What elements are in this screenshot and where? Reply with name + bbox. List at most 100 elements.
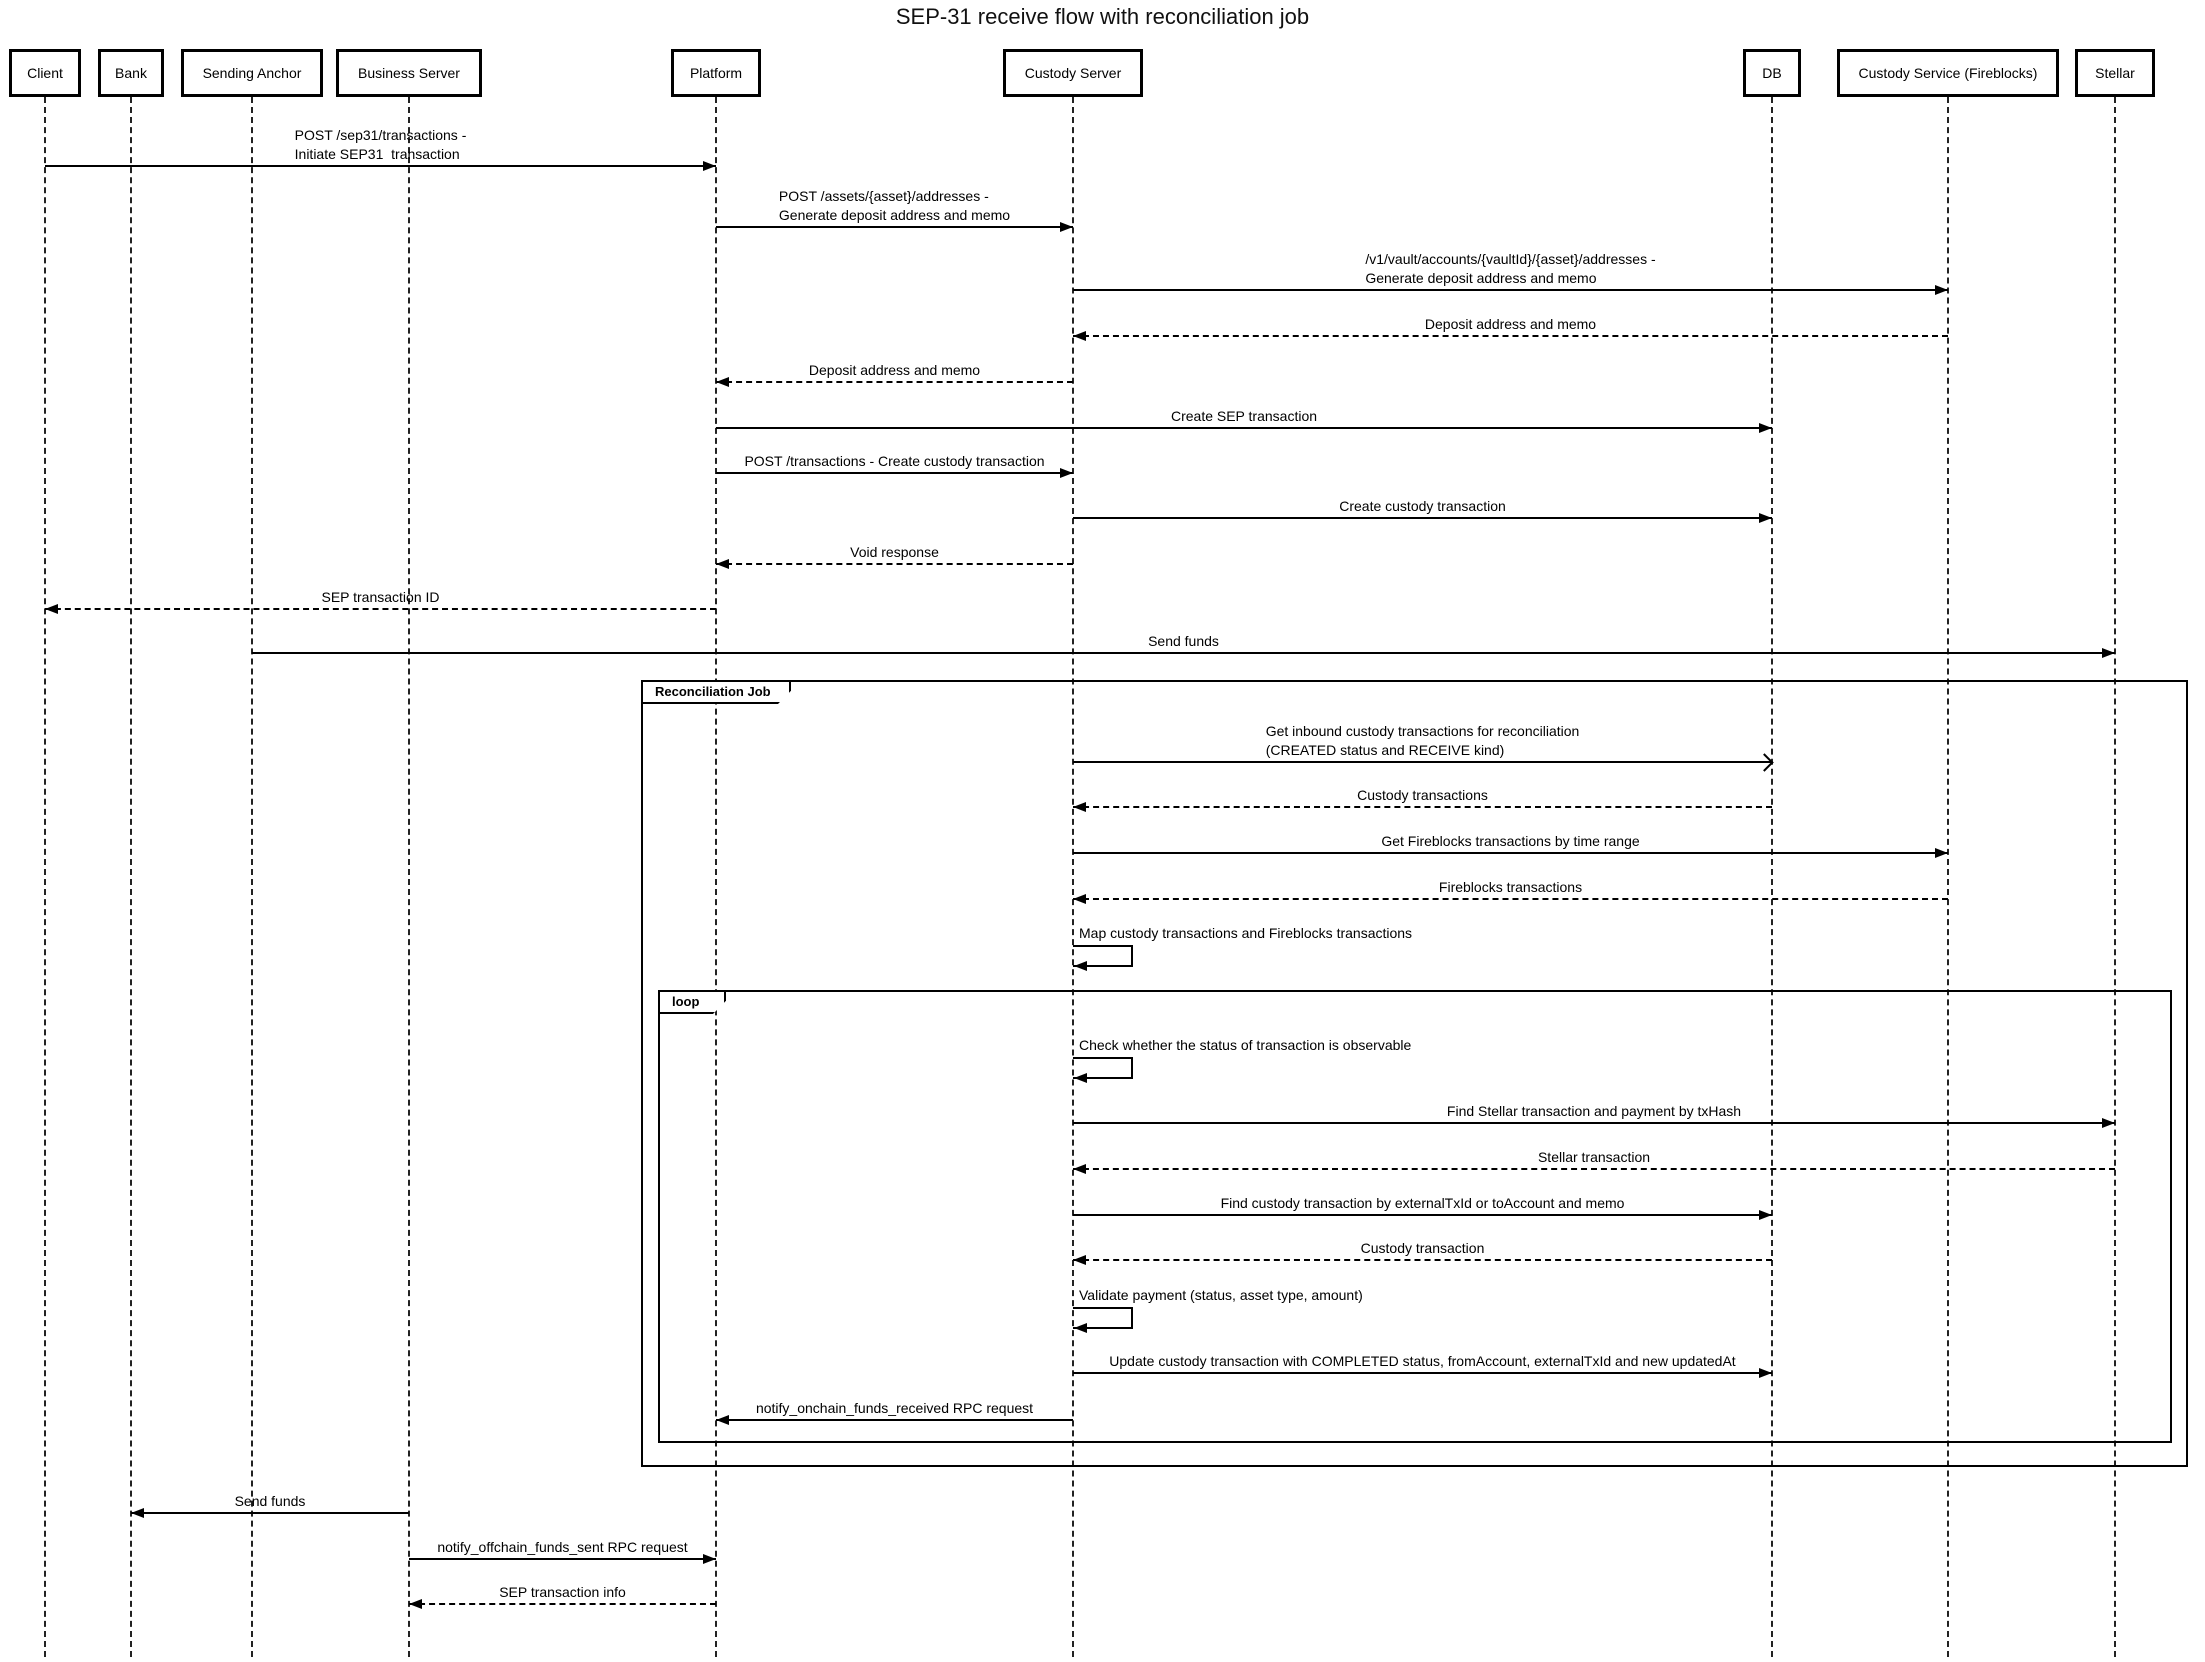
message-16-self-loop [1073,1057,1133,1079]
frame-label-loop: loop [672,993,700,1009]
message-2-label-block: /v1/vault/accounts/{vaultId}/{asset}/add… [1365,250,1655,288]
message-23-label-block: notify_onchain_funds_received RPC reques… [756,1399,1033,1418]
message-17-label-line-0: Find Stellar transaction and payment by … [1446,1103,1742,1119]
message-22-label: Update custody transaction with COMPLETE… [1073,1352,1772,1371]
message-4-label: Deposit address and memo [716,361,1073,380]
lifeline-bank [130,97,132,1657]
message-13-label: Get Fireblocks transactions by time rang… [1073,832,1948,851]
lifeline-sending-anchor [251,97,253,1657]
message-1-label-block: POST /assets/{asset}/addresses -Generate… [779,187,1010,225]
message-26-label-block: SEP transaction info [499,1583,626,1602]
message-13-arrowhead [1935,848,1948,858]
message-14-label: Fireblocks transactions [1073,878,1948,897]
lifeline-db [1771,97,1773,1657]
message-24-arrowhead [131,1508,144,1518]
message-10-label: Send funds [252,632,2115,651]
actor-label-business-server: Business Server [358,65,460,81]
message-3-label-line-0: Deposit address and memo [1424,316,1597,332]
message-10-arrowhead [2102,648,2115,658]
message-22-label-line-0: Update custody transaction with COMPLETE… [1109,1353,1736,1369]
message-11-label: Get inbound custody transactions for rec… [1073,722,1772,760]
message-9-line [45,608,716,610]
message-24-label-line-0: Send funds [234,1493,306,1509]
message-25-label: notify_offchain_funds_sent RPC request [409,1538,716,1557]
lifeline-platform [715,97,717,1657]
message-0-line [45,165,716,167]
message-2-label: /v1/vault/accounts/{vaultId}/{asset}/add… [1073,250,1948,288]
message-15-label: Map custody transactions and Fireblocks … [1079,925,1413,941]
message-19-arrowhead [1759,1210,1772,1220]
message-13-line [1073,852,1948,854]
message-9-label: SEP transaction ID [45,588,716,607]
message-22-line [1073,1372,1772,1374]
message-0-label: POST /sep31/transactions - Initiate SEP31… [45,126,716,164]
message-16-label: Check whether the status of transaction … [1079,1037,1412,1053]
message-23-line [716,1419,1073,1421]
message-14-label-line-0: Fireblocks transactions [1438,879,1583,895]
message-6-label-block: POST /transactions - Create custody tran… [744,452,1044,471]
message-10-line [252,652,2115,654]
message-19-label: Find custody transaction by externalTxId… [1073,1194,1772,1213]
message-9-label-line-0: SEP transaction ID [321,589,440,605]
message-3-line [1073,335,1948,337]
message-18-arrowhead [1073,1164,1086,1174]
message-6-line [716,472,1073,474]
message-21-arrowhead [1074,1323,1087,1333]
message-26-label-line-0: SEP transaction info [499,1584,626,1600]
message-24-label-block: Send funds [235,1492,306,1511]
message-0-arrowhead [703,161,716,171]
message-13-label-block: Get Fireblocks transactions by time rang… [1381,832,1639,851]
message-8-label-line-0: Void response [850,544,939,560]
message-19-line [1073,1214,1772,1216]
message-18-label-line-0: Stellar transaction [1537,1149,1651,1165]
message-4-arrowhead [716,377,729,387]
message-18-label: Stellar transaction [1073,1148,2115,1167]
message-4-label-line-0: Deposit address and memo [808,362,981,378]
message-5-label-line-0: Create SEP transaction [1170,408,1318,424]
frame-reconciliation-job [641,680,2188,1467]
actor-stellar: Stellar [2075,49,2155,97]
lifeline-custody-service [1947,97,1949,1657]
message-9-arrowhead [45,604,58,614]
message-7-label-line-0: Create custody transaction [1339,498,1506,514]
lifeline-client [44,97,46,1657]
diagram-title: SEP-31 receive flow with reconciliation … [895,4,1310,29]
message-23-label-line-0: notify_onchain_funds_received RPC reques… [755,1400,1034,1416]
message-20-line [1073,1259,1772,1261]
message-7-arrowhead [1759,513,1772,523]
message-3-arrowhead [1073,331,1086,341]
message-18-line [1073,1168,2115,1170]
message-17-line [1073,1122,2115,1124]
message-1-label-line-1: Generate deposit address and memo [778,207,1011,223]
message-7-line [1073,517,1772,519]
message-20-label: Custody transaction [1073,1239,1772,1258]
message-26-label: SEP transaction info [409,1583,716,1602]
lifeline-stellar [2114,97,2116,1657]
message-25-label-line-0: notify_offchain_funds_sent RPC request [437,1539,688,1555]
message-14-arrowhead [1073,894,1086,904]
message-12-label-block: Custody transactions [1357,786,1488,805]
message-6-label: POST /transactions - Create custody tran… [716,452,1073,471]
message-22-label-block: Update custody transaction with COMPLETE… [1109,1352,1735,1371]
actor-bank: Bank [98,49,164,97]
message-12-line [1073,806,1772,808]
actor-label-stellar: Stellar [2095,65,2135,81]
message-0-label-line-0: POST /sep31/transactions - [294,127,467,143]
message-25-arrowhead [703,1554,716,1564]
message-14-label-block: Fireblocks transactions [1439,878,1582,897]
message-12-label-line-0: Custody transactions [1357,787,1488,803]
frame-tab-reconciliation-job: Reconciliation Job [641,680,791,704]
message-4-label-block: Deposit address and memo [809,361,980,380]
actor-db: DB [1743,49,1801,97]
message-20-label-block: Custody transaction [1361,1239,1485,1258]
actor-label-custody-service: Custody Service (Fireblocks) [1858,65,2038,81]
message-24-line [131,1512,409,1514]
message-11-label-line-0: Get inbound custody transactions for rec… [1265,723,1580,739]
message-5-label: Create SEP transaction [716,407,1772,426]
message-0-label-line-1: Initiate SEP31 transaction [294,146,460,162]
message-5-label-block: Create SEP transaction [1171,407,1317,426]
message-22-arrowhead [1759,1368,1772,1378]
message-8-arrowhead [716,559,729,569]
message-2-label-line-0: /v1/vault/accounts/{vaultId}/{asset}/add… [1365,251,1656,267]
